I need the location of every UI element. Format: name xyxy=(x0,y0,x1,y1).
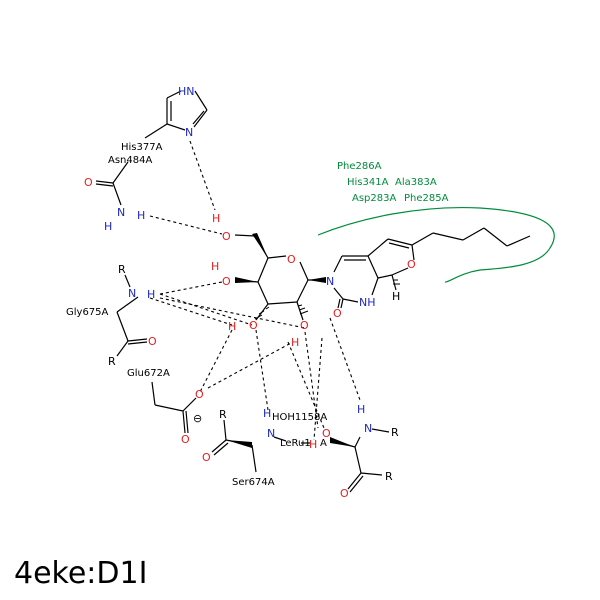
ser-n: N xyxy=(267,427,275,440)
right-res-r2: R xyxy=(385,470,393,483)
label-asn484: Asn484A xyxy=(108,155,152,166)
label-asp283: Asp283A xyxy=(352,193,396,204)
ser-o: O xyxy=(202,451,211,464)
sugar-oh2-o: O xyxy=(300,319,309,332)
imidazole-n: N xyxy=(185,126,193,139)
pyrimidine-nh: NH xyxy=(359,296,376,309)
label-hoh1158: HOH1158A xyxy=(272,412,327,423)
sugar-oh6-o: O xyxy=(222,230,231,243)
label-his377: His377A xyxy=(121,142,163,153)
bridgehead-h: H xyxy=(392,290,400,303)
furan-o: O xyxy=(407,258,416,271)
glu-o1: O xyxy=(195,388,204,401)
sugar-oh4-o: O xyxy=(222,275,231,288)
gly-o: O xyxy=(148,335,157,348)
pyrimidine-n: N xyxy=(326,275,334,288)
gly-r2: R xyxy=(108,355,116,368)
asn-carbonyl-o: O xyxy=(84,176,93,189)
pyrimidine-carbonyl-o: O xyxy=(333,307,342,320)
glu-o2: O xyxy=(181,433,190,446)
ser-r: R xyxy=(219,408,227,421)
label-his341: His341A xyxy=(347,177,389,188)
imidazole-nh: HN xyxy=(178,85,195,98)
label-gly675: Gly675A xyxy=(66,307,109,318)
gly-h: H xyxy=(147,288,155,301)
asn-h1: H xyxy=(137,209,145,222)
gly-r1: R xyxy=(118,263,126,276)
diagram-title: 4eke:D1I xyxy=(14,556,147,591)
label-ala383: Ala383A xyxy=(395,177,437,188)
water-h: H xyxy=(309,438,317,451)
right-res-n: N xyxy=(364,422,372,435)
label-phe285: Phe285A xyxy=(404,193,449,204)
sugar-oh6-h: H xyxy=(212,212,220,225)
label-glu672: Glu672A xyxy=(127,368,170,379)
hydrophobic-contact-arc xyxy=(317,206,555,283)
right-res-h: H xyxy=(357,403,365,416)
sugar-oh3-h: H xyxy=(228,320,236,333)
gly-n: N xyxy=(128,287,136,300)
residue-labels: His377A Asn484A Gly675A Glu672A HOH1158A… xyxy=(66,142,327,488)
sugar-ring-o: O xyxy=(287,253,296,266)
stereo-wedges xyxy=(226,233,355,448)
atom-labels: HN N O N H H H O O H O H O O H R N H O R… xyxy=(84,85,416,500)
water-o: O xyxy=(322,427,331,440)
asn-n: N xyxy=(117,206,125,219)
glu-charge: ⊖ xyxy=(193,412,202,425)
label-phe286: Phe286A xyxy=(337,161,382,172)
right-res-r1: R xyxy=(391,426,399,439)
sugar-oh4-h: H xyxy=(211,260,219,273)
label-res-a: A xyxy=(320,438,327,449)
hydrophobic-labels: Phe286A His341A Ala383A Asp283A Phe285A xyxy=(337,161,449,204)
right-res-o: O xyxy=(340,487,349,500)
hydrogen-bonds xyxy=(149,140,361,441)
sugar-oh2-h: H xyxy=(291,336,299,349)
hashed-bonds xyxy=(254,279,400,320)
asn-h2: H xyxy=(104,220,112,233)
ser-h: H xyxy=(263,407,271,420)
label-leu: LeRu1 xyxy=(280,438,311,449)
label-ser674: Ser674A xyxy=(232,477,275,488)
sugar-oh3-o: O xyxy=(249,319,258,332)
